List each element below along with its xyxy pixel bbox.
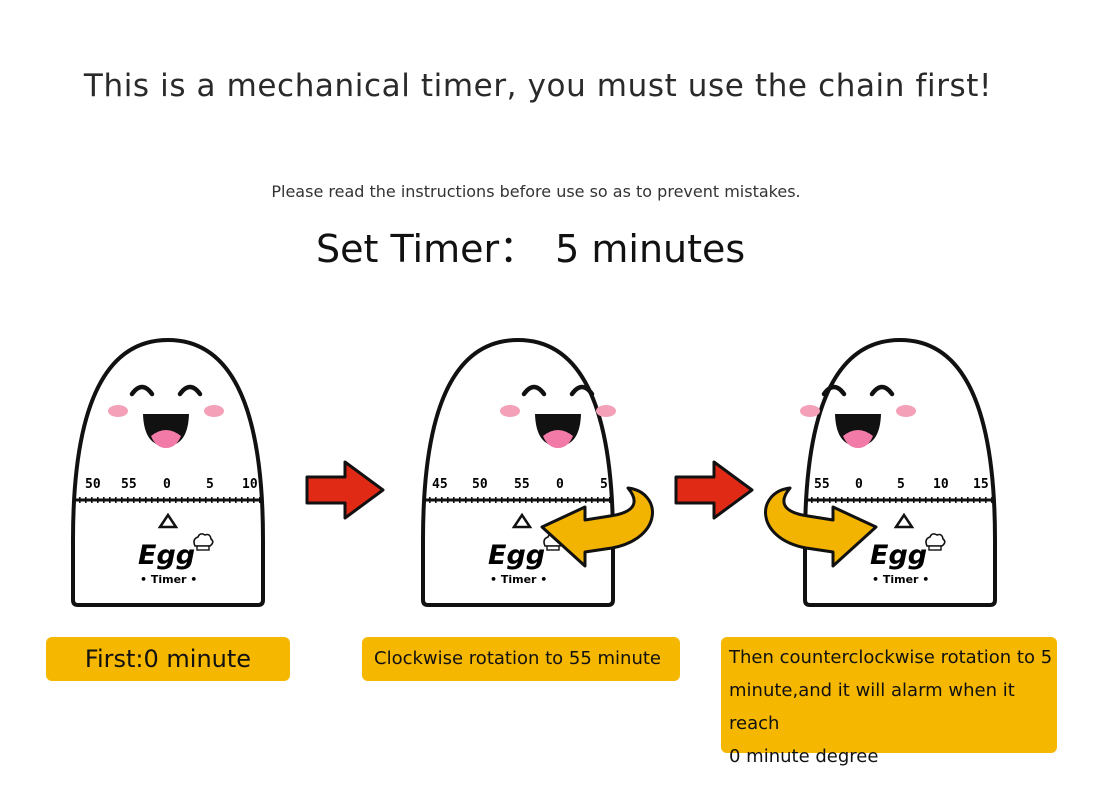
set-timer-label: Set Timer： [316,227,538,271]
egg-brand-logo: Egg [138,540,195,571]
dial-number: 5 [897,477,905,492]
dial-number: 50 [85,477,101,492]
egg-timer-3: 55 0 5 10 15 Egg • Timer • [800,340,995,605]
right-arrow-icon [674,460,754,520]
dial-number: 55 [814,477,830,492]
triangle-marker-icon [157,512,179,529]
dial-number: 0 [163,477,171,492]
step-1-label: First:0 minute [46,637,290,681]
egg-timer-2: 45 50 55 0 5 Egg • Timer • [423,340,616,605]
dial-number: 0 [855,477,863,492]
triangle-marker-icon [511,512,533,529]
dial-number: 45 [432,477,448,492]
dial-number: 5 [600,477,608,492]
dial-number: 55 [121,477,137,492]
dial-number: 10 [933,477,949,492]
timer-brand-sub: • Timer • [872,573,929,586]
set-timer-heading: Set Timer： 5 minutes [316,218,745,273]
timer-brand-sub: • Timer • [140,573,197,586]
curved-arrow-icon [540,486,654,568]
egg-timer-1: 50 55 0 5 10 Egg • Timer • [73,340,263,605]
step-2-label: Clockwise rotation to 55 minute [362,637,680,681]
right-arrow-icon [305,460,385,520]
dial-number: 0 [556,477,564,492]
set-timer-value: 5 minutes [555,227,746,271]
instructions-note: Please read the instructions before use … [271,182,801,201]
step-3-label: Then counterclockwise rotation to 5 minu… [721,637,1057,767]
dial-number: 55 [514,477,530,492]
timer-brand-sub: • Timer • [490,573,547,586]
dial-number: 15 [973,477,989,492]
headline: This is a mechanical timer, you must use… [83,68,993,104]
egg-brand-logo: Egg [870,540,927,571]
dial-number: 50 [472,477,488,492]
curved-arrow-icon [764,486,878,568]
triangle-marker-icon [893,512,915,529]
dial-number: 10 [242,477,258,492]
egg-brand-logo: Egg [488,540,545,571]
dial-number: 5 [206,477,214,492]
